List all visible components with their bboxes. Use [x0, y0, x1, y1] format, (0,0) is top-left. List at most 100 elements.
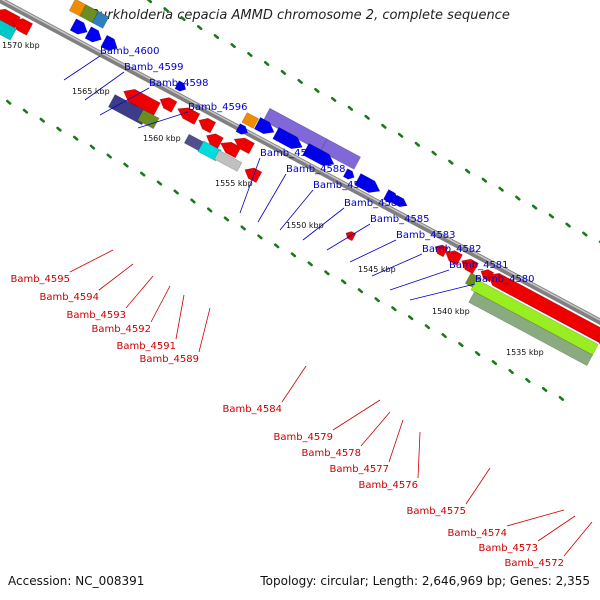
gene-feature-reverse: [595, 334, 600, 345]
tick-dot: [6, 99, 12, 105]
tick-dot: [381, 123, 387, 129]
gene-feature-forward: [235, 123, 249, 135]
leader-line-forward: [279, 189, 314, 231]
gene-label-forward: Bamb_4599: [124, 62, 184, 73]
gene-label-reverse: Bamb_4591: [116, 341, 176, 352]
kbp-tick-label: 1560 kbp: [143, 134, 181, 143]
gene-feature-reverse: [197, 140, 222, 162]
gene-label-reverse: Bamb_4577: [329, 464, 389, 475]
gene-feature-reverse: [445, 250, 463, 266]
tick-dot: [531, 204, 538, 210]
tick-dot: [89, 144, 96, 150]
gene-feature-forward: [84, 26, 102, 43]
gene-feature-reverse: [11, 18, 34, 36]
tick-dot: [441, 333, 447, 339]
leader-line-forward: [302, 207, 345, 241]
tick-dot: [448, 159, 454, 165]
gene-label-reverse: Bamb_4589: [139, 354, 199, 365]
gene-label-forward: Bamb_4585: [370, 214, 430, 225]
tick-dot: [391, 306, 397, 312]
gene-feature-reverse: [345, 231, 357, 242]
tick-dot: [548, 213, 555, 219]
tick-dot: [374, 297, 380, 303]
tick-dot: [474, 351, 481, 357]
tick-dot: [39, 117, 45, 123]
leader-line-forward: [63, 55, 101, 81]
gene-feature-reverse: [213, 149, 243, 172]
gene-label-forward: Bamb_4581: [449, 260, 509, 271]
tick-dot: [240, 225, 246, 231]
leader-line-reverse: [537, 515, 576, 542]
tick-dot: [297, 78, 303, 84]
kbp-tick-label: 1545 kbp: [358, 265, 396, 274]
gene-label-reverse: Bamb_4579: [273, 432, 333, 443]
tick-dot: [123, 162, 129, 168]
tick-dot: [491, 360, 498, 366]
gene-features: [0, 0, 600, 367]
gene-feature-forward: [241, 112, 260, 129]
gene-feature-reverse: [434, 244, 449, 258]
tick-dot: [414, 141, 421, 147]
leader-line-forward: [99, 87, 150, 116]
tick-dot-rows: [6, 0, 600, 401]
leader-line-reverse: [417, 431, 421, 479]
gene-label-reverse: Bamb_4593: [66, 310, 126, 321]
leader-line-reverse: [332, 399, 381, 431]
gene-label-reverse: Bamb_4576: [358, 480, 418, 491]
map-title: Burkholderia cepacia AMMD chromosome 2, …: [90, 8, 510, 23]
leader-line-forward: [349, 239, 397, 263]
tick-dot: [73, 135, 79, 141]
gene-label-forward: Bamb_4583: [396, 230, 456, 241]
gene-feature-forward: [272, 126, 303, 150]
tick-dot: [140, 171, 146, 177]
kbp-tick-label: 1565 kbp: [72, 87, 110, 96]
tick-dot: [397, 132, 404, 138]
leader-line-reverse: [563, 521, 593, 557]
backbone-highlight: [1, 0, 600, 321]
tick-dot: [347, 105, 354, 111]
gene-feature-reverse: [461, 258, 479, 275]
tick-dot: [364, 114, 370, 120]
tick-dot: [263, 60, 270, 66]
accession-text: Accession: NC_008391: [8, 574, 145, 588]
gene-label-reverse: Bamb_4572: [504, 558, 564, 569]
gene-feature-forward: [320, 138, 362, 170]
gene-label-forward: Bamb_4596: [188, 102, 248, 113]
leader-line-forward: [239, 157, 261, 214]
gene-feature-reverse: [159, 97, 178, 113]
leader-line-reverse: [465, 467, 491, 505]
kbp-tick-label: 1570 kbp: [2, 41, 40, 50]
gene-feature-forward: [392, 194, 408, 208]
leader-line-reverse: [198, 307, 211, 353]
tick-dot: [206, 207, 213, 213]
gene-label-forward: Bamb_4582: [422, 244, 482, 255]
leader-line-forward: [84, 71, 125, 101]
tick-dot: [22, 108, 29, 114]
kbp-tick-label: 1550 kbp: [286, 221, 324, 230]
tick-dot: [464, 168, 471, 174]
leader-line-reverse: [150, 285, 171, 323]
gene-feature-reverse: [198, 117, 217, 134]
leader-line-forward: [137, 111, 189, 129]
gene-label-reverse: Bamb_4578: [301, 448, 361, 459]
gene-label-forward: Bamb_4590: [260, 148, 320, 159]
tick-dot: [257, 234, 263, 240]
leader-line-forward: [409, 283, 476, 301]
tick-dot: [273, 243, 280, 249]
gene-label-reverse: Bamb_4592: [91, 324, 151, 335]
leader-line-forward: [371, 253, 423, 277]
kbp-tick-label: 1535 kbp: [506, 348, 544, 357]
leader-line-reverse: [69, 249, 114, 273]
gene-feature-reverse: [177, 107, 201, 125]
leader-line-forward: [326, 223, 371, 251]
tick-dot: [481, 177, 488, 183]
gene-feature-reverse: [487, 272, 600, 344]
gene-feature-reverse: [468, 291, 594, 367]
kbp-tick-label: 1555 kbp: [215, 179, 253, 188]
leader-line-forward: [257, 173, 287, 223]
gene-label-forward: Bamb_4586: [344, 198, 404, 209]
gene-feature-forward: [69, 18, 88, 35]
leader-line-reverse: [175, 294, 185, 340]
tick-dot: [247, 52, 253, 58]
